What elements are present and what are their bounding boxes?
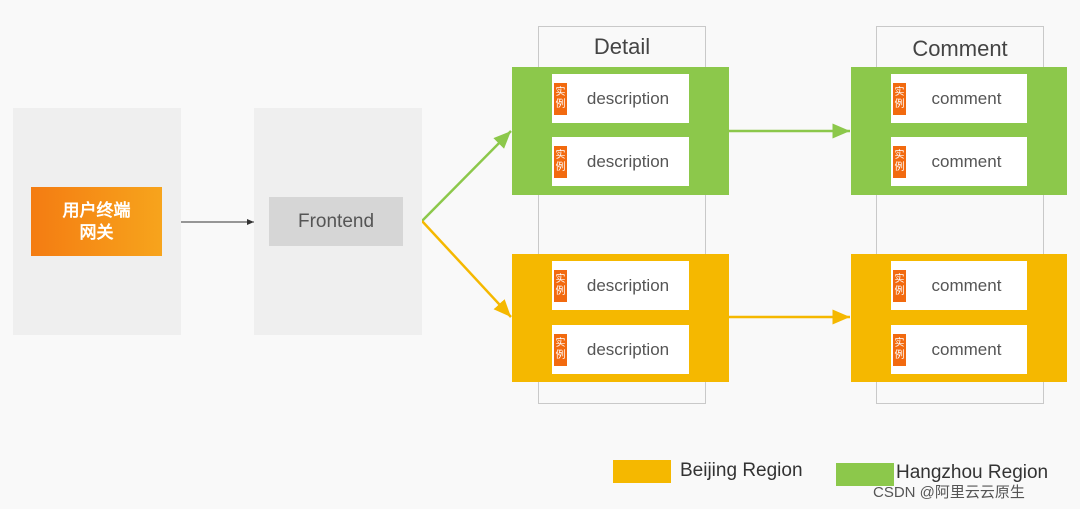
comment-card-label: comment — [931, 275, 1002, 295]
comment-card-label: comment — [931, 339, 1002, 359]
detail-column-title: Detail — [593, 34, 651, 59]
detail-column-frame — [538, 26, 706, 404]
instance-tag: 实 例 — [893, 333, 906, 366]
detail-card-label: description — [586, 339, 670, 359]
instance-tag: 实 例 — [554, 269, 567, 302]
instance-tag: 实 例 — [554, 145, 567, 178]
csdn-watermark: CSDN @阿里云云原生 — [873, 484, 1025, 501]
instance-tag: 实 例 — [893, 269, 906, 302]
comment-card-label: comment — [931, 88, 1002, 108]
comment-column-frame — [876, 26, 1044, 404]
instance-tag: 实 例 — [893, 145, 906, 178]
detail-card-label: description — [586, 88, 670, 108]
instance-tag: 实 例 — [554, 333, 567, 366]
detail-instance-card: 实 例 description — [552, 137, 689, 186]
legend-beijing-swatch — [613, 460, 671, 483]
gateway-box: 用户终端 网关 — [31, 187, 162, 256]
detail-card-label: description — [586, 151, 670, 171]
legend-beijing-label: Beijing Region — [680, 460, 803, 481]
comment-instance-card: 实 例 comment — [891, 325, 1027, 374]
instance-tag: 实 例 — [893, 82, 906, 115]
detail-card-label: description — [586, 275, 670, 295]
legend-hangzhou-swatch — [836, 463, 894, 486]
comment-instance-card: 实 例 comment — [891, 137, 1027, 186]
comment-card-label: comment — [931, 151, 1002, 171]
detail-instance-card: 实 例 description — [552, 74, 689, 123]
frontend-to-detail-green-arrow — [421, 130, 512, 222]
legend-hangzhou-label: Hangzhou Region — [896, 462, 1049, 483]
comment-instance-card: 实 例 comment — [891, 261, 1027, 310]
detail-instance-card: 实 例 description — [552, 261, 689, 310]
comment-column-title: Comment — [912, 36, 1008, 61]
instance-tag: 实 例 — [554, 82, 567, 115]
frontend-box: Frontend — [269, 197, 403, 246]
comment-instance-card: 实 例 comment — [891, 74, 1027, 123]
frontend-to-detail-gold-arrow — [421, 220, 512, 318]
detail-instance-card: 实 例 description — [552, 325, 689, 374]
